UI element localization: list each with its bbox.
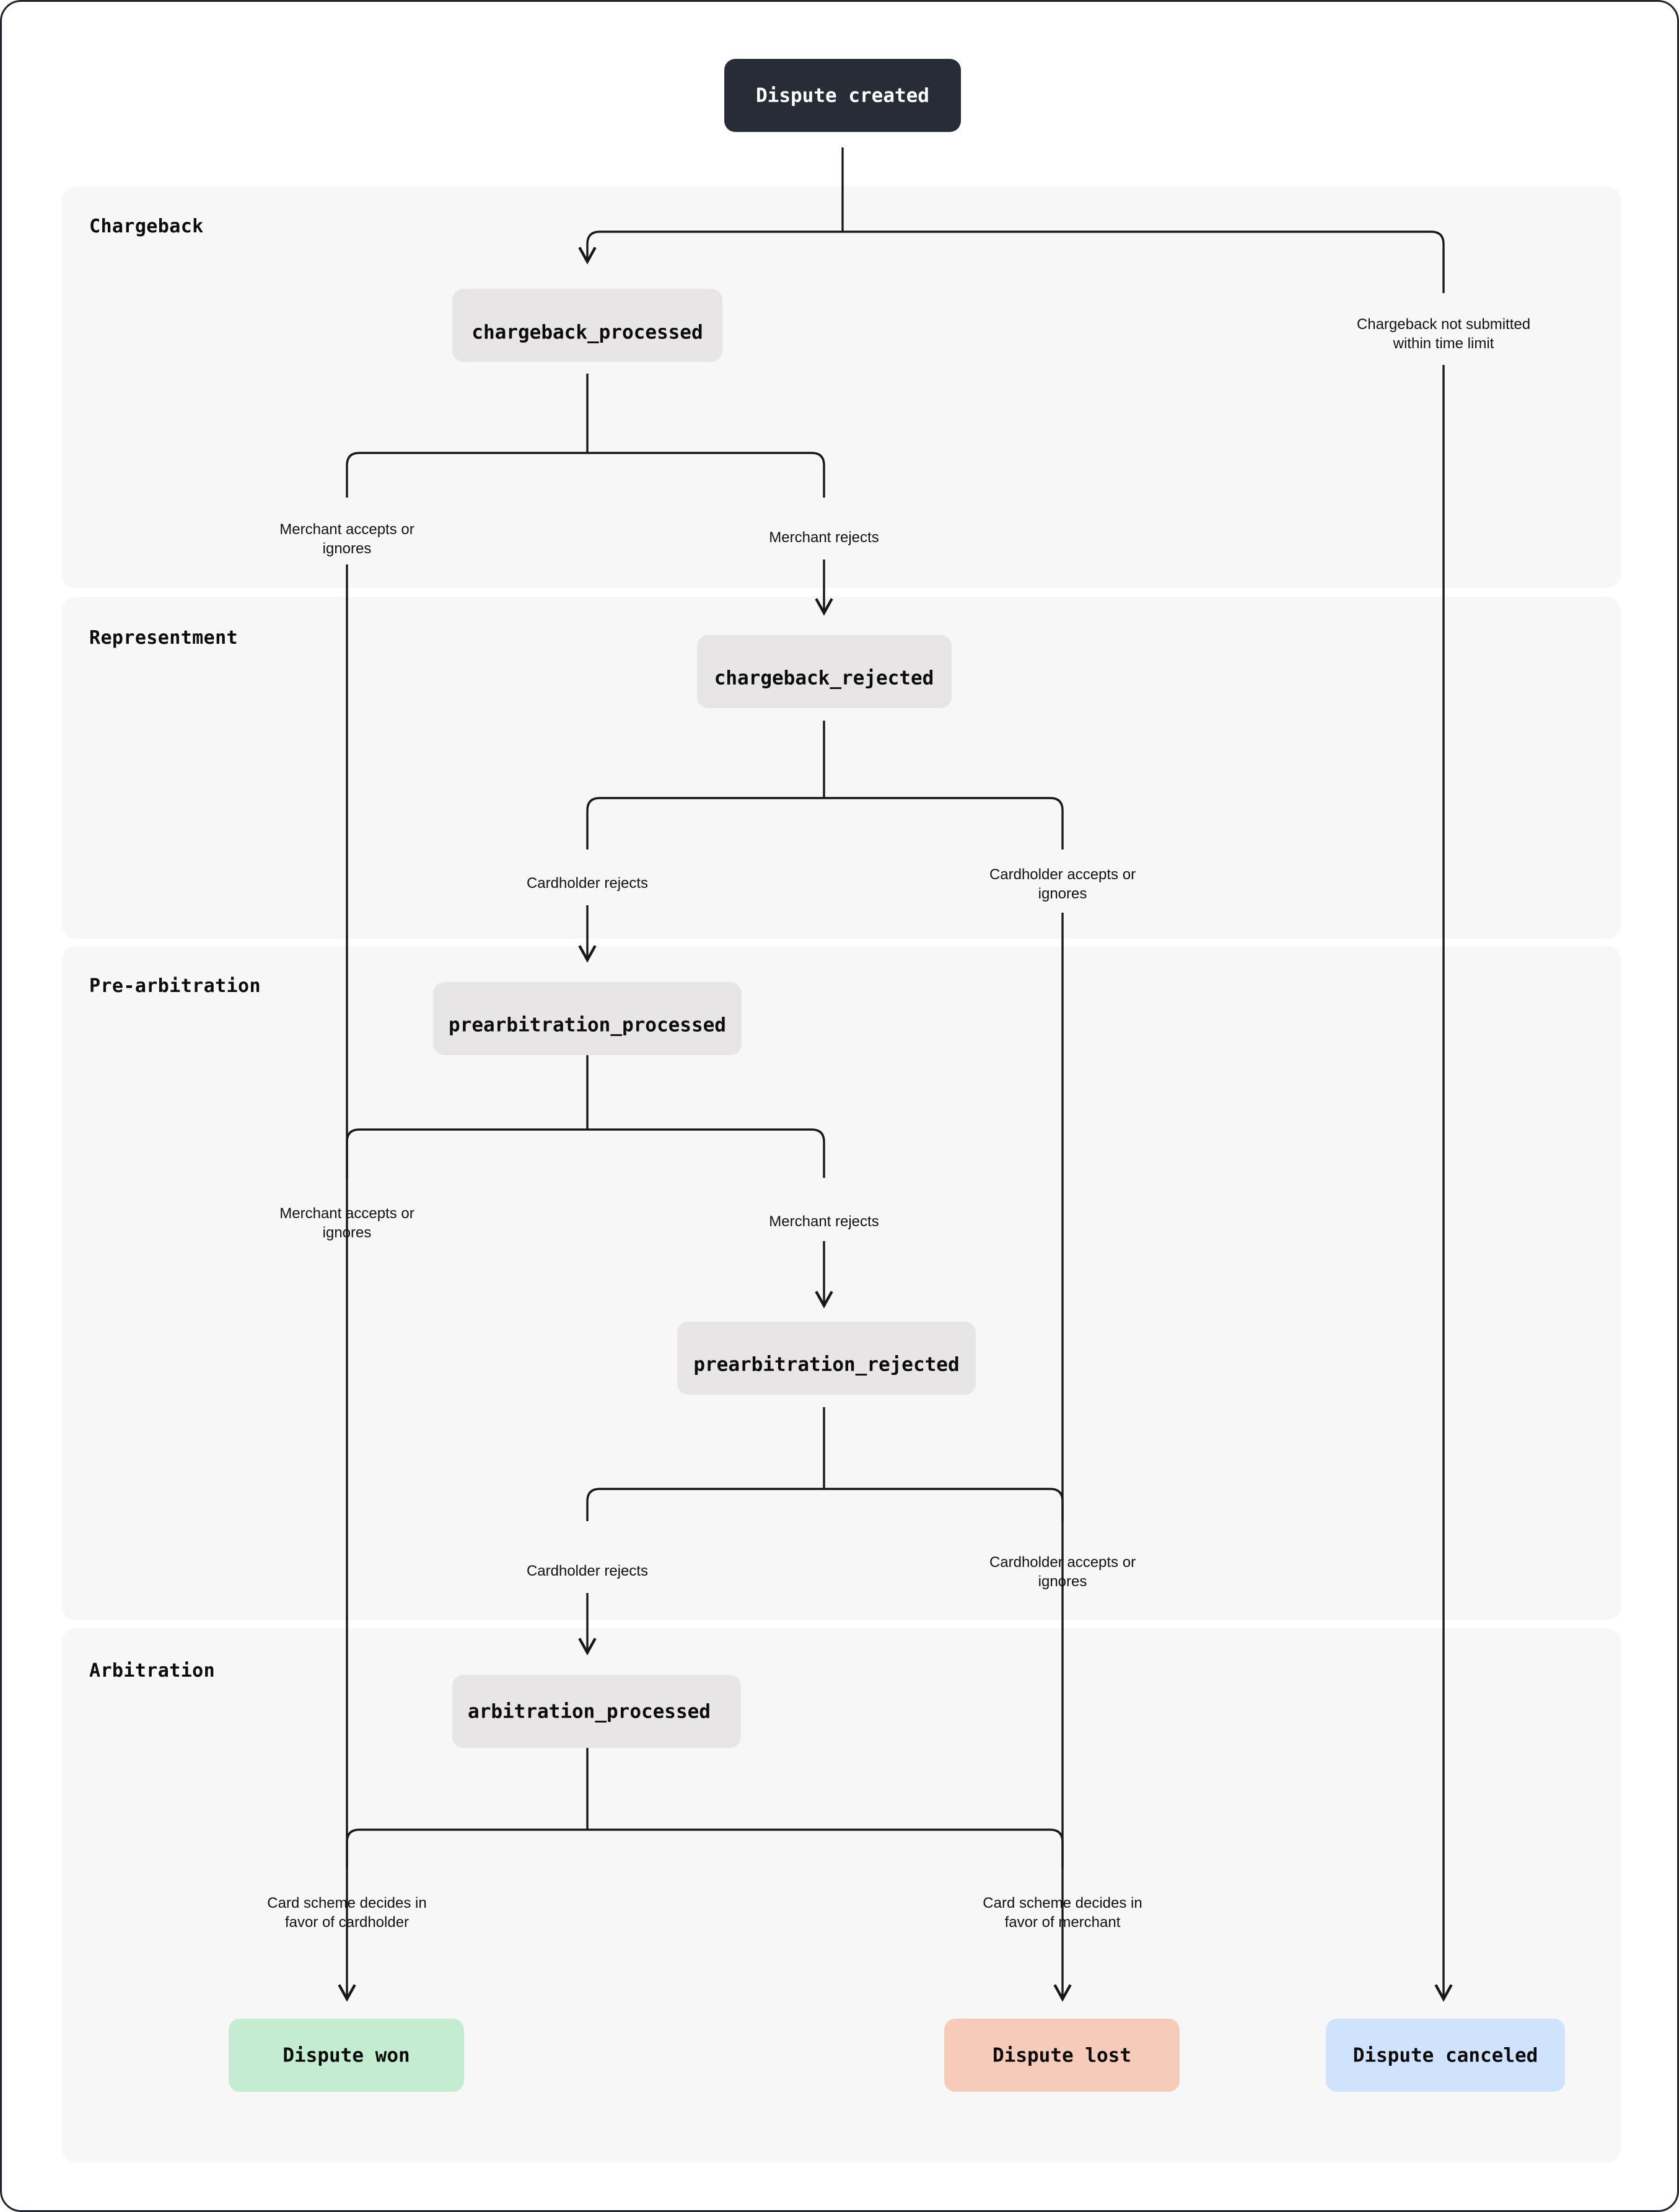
- node-dispute-canceled[interactable]: Dispute canceled: [1326, 2019, 1565, 2092]
- node-dispute-lost-rect: [944, 2019, 1180, 2092]
- edge-label-merchant-accepts-1-line2: ignores: [323, 540, 372, 557]
- edge-label-scheme-cardholder-line1: Card scheme decides in: [267, 1895, 426, 1911]
- node-chargeback-rejected-label: chargeback_rejected: [714, 667, 934, 690]
- node-chargeback-rejected-rect: [697, 635, 952, 708]
- edge-arb-branch-right: [587, 1828, 1064, 1868]
- section-band-chargeback: [62, 187, 1621, 588]
- section-band-representment: [62, 597, 1621, 939]
- node-dispute-created[interactable]: Dispute created: [724, 59, 961, 132]
- node-arbitration-processed-label: arbitration_processed: [468, 1701, 711, 1723]
- edge-label-merchant-rejects-1: Merchant rejects: [769, 529, 879, 546]
- section-label-prearbitration: Pre-arbitration: [89, 975, 261, 997]
- edge-split-to-timeout: [843, 230, 1445, 293]
- edge-prearb-branch-right: [587, 1128, 825, 1178]
- edge-prearb-branch-left: [346, 1128, 587, 1178]
- node-dispute-created-label: Dispute created: [756, 85, 929, 107]
- edge-prearbr-branch-right: [824, 1488, 1064, 1521]
- edge-cbr-branch-right: [824, 797, 1064, 849]
- node-chargeback-processed[interactable]: chargeback_processed: [452, 289, 722, 362]
- section-label-arbitration: Arbitration: [89, 1660, 215, 1682]
- edge-cb-branch-right: [587, 452, 825, 498]
- node-chargeback-processed-rect: [452, 289, 722, 362]
- node-prearbitration-processed-label: prearbitration_processed: [449, 1014, 726, 1037]
- node-arbitration-processed[interactable]: arbitration_processed: [452, 1675, 741, 1748]
- edge-label-scheme-merchant-line2: favor of merchant: [1005, 1914, 1121, 1931]
- edge-label-scheme-merchant-line1: Card scheme decides in: [983, 1895, 1142, 1911]
- edge-cbr-branch-left: [586, 797, 824, 849]
- section-band-prearbitration: [62, 946, 1621, 1620]
- edge-prearbr-branch-left: [586, 1488, 824, 1521]
- node-dispute-won-label: Dispute won: [283, 2045, 410, 2067]
- edge-label-cardholder-accepts-2-line2: ignores: [1038, 1573, 1087, 1590]
- node-dispute-canceled-label: Dispute canceled: [1353, 2045, 1538, 2067]
- edge-label-cardholder-rejects-2: Cardholder rejects: [527, 1563, 648, 1579]
- node-dispute-created-rect: [724, 59, 961, 132]
- edge-label-cardholder-rejects-1: Cardholder rejects: [527, 875, 648, 892]
- node-dispute-won[interactable]: Dispute won: [229, 2019, 464, 2092]
- section-label-representment: Representment: [89, 627, 238, 649]
- edge-label-scheme-cardholder-line2: favor of cardholder: [285, 1914, 409, 1931]
- edge-label-cardholder-accepts-1-line1: Cardholder accepts or: [989, 866, 1136, 883]
- edge-label-merchant-accepts-2-line1: Merchant accepts or: [279, 1205, 414, 1222]
- edge-label-chargeback-timeout-line2: within time limit: [1393, 335, 1494, 352]
- node-prearbitration-processed[interactable]: prearbitration_processed: [433, 982, 742, 1055]
- node-prearbitration-rejected-rect: [677, 1322, 976, 1395]
- node-prearbitration-processed-rect: [433, 982, 742, 1055]
- edge-split-to-chargeback-processed: [578, 230, 843, 265]
- edge-label-cardholder-accepts-2-line1: Cardholder accepts or: [989, 1554, 1136, 1571]
- node-prearbitration-rejected[interactable]: prearbitration_rejected: [677, 1322, 976, 1395]
- node-chargeback-rejected[interactable]: chargeback_rejected: [697, 635, 952, 708]
- edge-arb-branch-left: [346, 1828, 587, 1868]
- edge-label-merchant-accepts-1-line1: Merchant accepts or: [279, 521, 414, 538]
- edge-label-merchant-rejects-2: Merchant rejects: [769, 1213, 879, 1230]
- edge-label-chargeback-timeout-line1: Chargeback not submitted: [1357, 316, 1530, 333]
- edge-label-cardholder-accepts-1-line2: ignores: [1038, 885, 1087, 902]
- node-dispute-lost-label: Dispute lost: [993, 2045, 1131, 2067]
- node-chargeback-processed-label: chargeback_processed: [471, 322, 703, 344]
- node-arbitration-processed-rect: [452, 1675, 741, 1748]
- node-prearbitration-rejected-label: prearbitration_rejected: [693, 1354, 959, 1376]
- section-label-chargeback: Chargeback: [89, 216, 204, 237]
- node-dispute-won-rect: [229, 2019, 464, 2092]
- node-dispute-canceled-rect: [1326, 2019, 1565, 2092]
- node-dispute-lost[interactable]: Dispute lost: [944, 2019, 1180, 2092]
- edge-cb-branch-left: [346, 452, 587, 498]
- edge-label-merchant-accepts-2-line2: ignores: [323, 1224, 372, 1241]
